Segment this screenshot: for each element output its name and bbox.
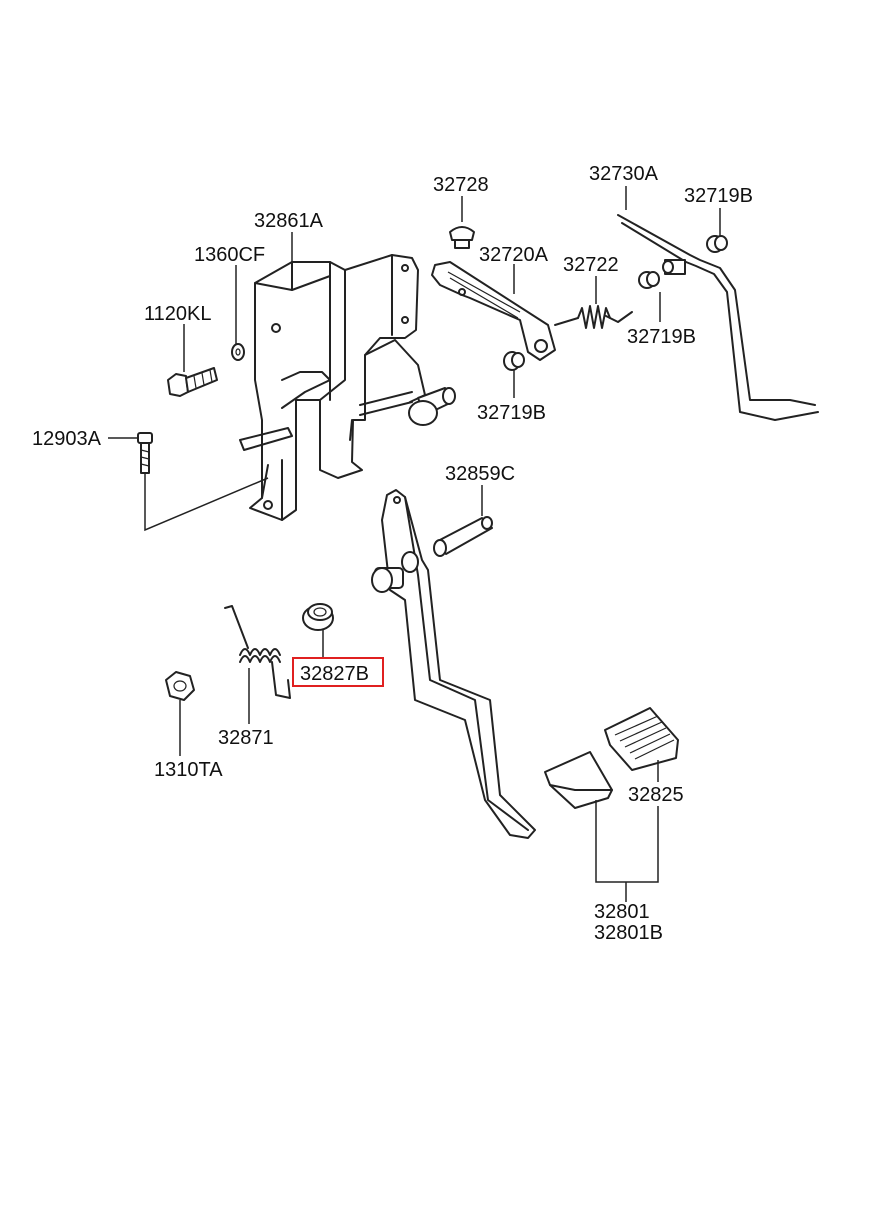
- label-32722: 32722: [563, 254, 619, 276]
- spring-32722: [554, 305, 633, 329]
- label-12903A: 12903A: [32, 428, 102, 450]
- bushing-32719B-top: [706, 235, 728, 253]
- label-32728: 32728: [433, 174, 489, 196]
- bush-32827B: [302, 603, 334, 631]
- lever-plate: [431, 261, 556, 361]
- label-32871: 32871: [218, 727, 274, 749]
- spring-32871: [224, 605, 291, 699]
- pedal-pad-32825: [604, 707, 679, 771]
- label-1360CF: 1360CF: [194, 244, 265, 266]
- label-32719B-mid: 32719B: [627, 326, 696, 348]
- label-32801B: 32801B: [594, 922, 663, 944]
- label-32827B[interactable]: 32827B: [300, 663, 369, 685]
- nut-1310TA: [165, 671, 195, 701]
- label-32861A: 32861A: [254, 210, 324, 232]
- bolt-12903A: [137, 432, 153, 474]
- bushing-32719B-mid: [638, 271, 660, 289]
- label-32720A: 32720A: [479, 244, 549, 266]
- bolt-1120KL: [167, 367, 218, 397]
- highlight-box[interactable]: [292, 657, 384, 687]
- rod-32730A: [617, 214, 819, 421]
- pedal-arm: [371, 489, 536, 839]
- label-32859C: 32859C: [445, 463, 515, 485]
- bushing-32719B-low: [503, 351, 525, 371]
- pedal-pad-flat: [544, 751, 613, 809]
- pedal-bracket: [239, 254, 426, 521]
- label-1120KL: 1120KL: [144, 303, 211, 325]
- label-32801: 32801: [594, 901, 650, 923]
- part-labels: 32728 32730A 32719B 32861A 1360CF 32720A…: [32, 163, 753, 944]
- label-32730A: 32730A: [589, 163, 659, 185]
- plug-32728: [449, 226, 475, 249]
- leader-lines: [108, 186, 721, 902]
- label-32825: 32825: [628, 784, 684, 806]
- label-32719B-top: 32719B: [684, 185, 753, 207]
- pivot-shaft: [359, 387, 456, 426]
- pin-32859C: [433, 516, 493, 557]
- label-32719B-low: 32719B: [477, 402, 546, 424]
- washer-1360CF: [231, 343, 245, 361]
- label-1310TA: 1310TA: [154, 759, 223, 781]
